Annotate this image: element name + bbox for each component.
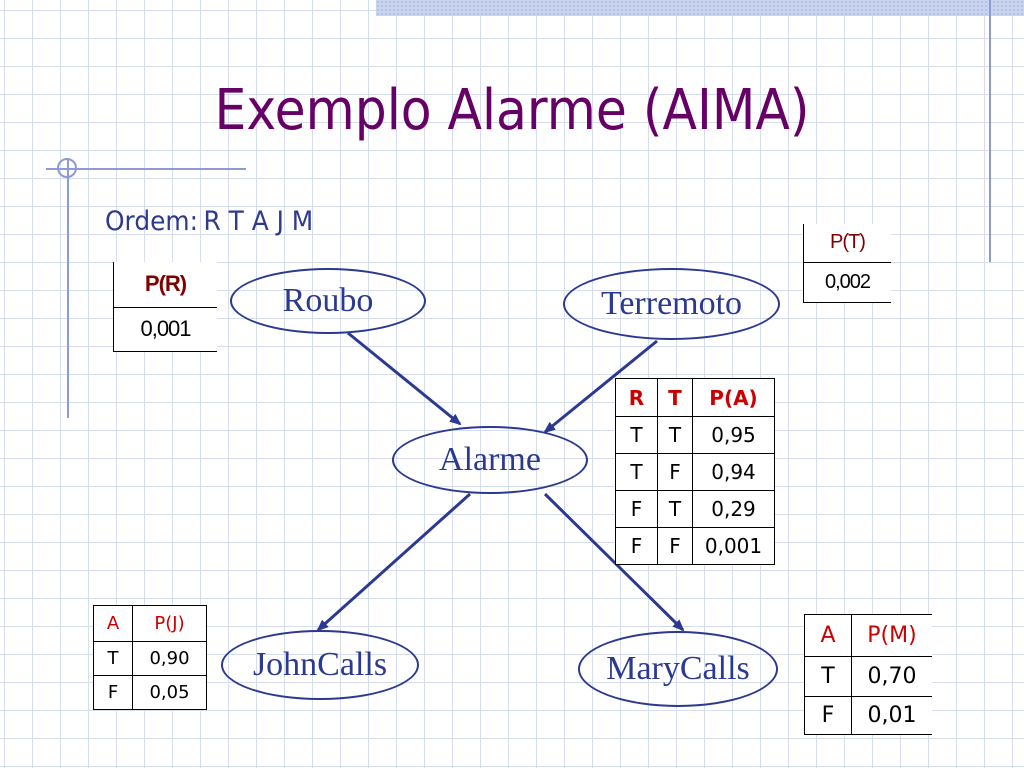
order-sequence: R T A J M [203,206,314,237]
pm-cell: T [804,656,852,697]
pa-header-pa: P(A) [692,378,775,417]
node-alarme[interactable]: Alarme [392,426,588,494]
pm-header-pm: P(M) [851,614,932,657]
pr-header: P(R) [113,262,217,308]
pa-cell: F [657,453,693,491]
node-johncalls[interactable]: JohnCalls [221,630,419,700]
pa-cell: 0,001 [692,527,775,565]
pj-cell: 0,05 [132,675,207,710]
table-p-m: A P(M) T 0,70 F 0,01 [804,614,932,735]
table-p-t: P(T) 0,002 [803,224,891,303]
pj-header-a: A [93,605,133,642]
pa-cell: F [615,490,658,528]
pm-cell: 0,70 [851,656,932,697]
edge-alarme-marycalls [543,492,685,632]
rule-ornament-icon [57,158,77,178]
table-p-a: R T P(A) T T 0,95 T F 0,94 F T 0,29 F F … [615,378,775,565]
pa-cell: T [657,490,693,528]
edge-roubo-alarme [347,331,462,426]
pa-cell: T [615,453,658,491]
pm-header-a: A [804,614,852,657]
left-vertical-rule [67,160,69,418]
variable-order: Ordem:R T A J M [105,206,313,237]
table-p-r: P(R) 0,001 [113,262,217,352]
node-roubo[interactable]: Roubo [230,268,426,334]
edge-alarme-johncalls [316,492,472,632]
pa-cell: T [615,416,658,454]
pa-header-t: T [657,378,693,417]
pm-cell: 0,01 [851,696,932,735]
node-terremoto[interactable]: Terremoto [563,268,780,340]
table-p-j: A P(J) T 0,90 F 0,05 [93,605,207,710]
pr-value: 0,001 [113,306,217,352]
pa-cell: T [657,416,693,454]
pj-header-pj: P(J) [132,605,207,642]
pa-header-r: R [615,378,658,417]
pj-cell: T [93,641,133,676]
pa-cell: F [615,527,658,565]
pj-cell: 0,90 [132,641,207,676]
top-decoration-bar [376,0,1024,16]
right-vertical-rule [989,0,991,262]
pa-cell: 0,29 [692,490,775,528]
pa-cell: 0,95 [692,416,775,454]
order-label: Ordem: [105,206,198,237]
pt-header: P(T) [803,224,891,263]
node-marycalls[interactable]: MaryCalls [578,631,778,707]
pj-cell: F [93,675,133,710]
edge-terremoto-alarme [543,339,658,434]
pa-cell: F [657,527,693,565]
pa-cell: 0,94 [692,453,775,491]
left-horizontal-rule [46,168,246,170]
pm-cell: F [804,696,852,735]
page-title: Exemplo Alarme (AIMA) [214,78,810,143]
pt-value: 0,002 [803,261,891,303]
